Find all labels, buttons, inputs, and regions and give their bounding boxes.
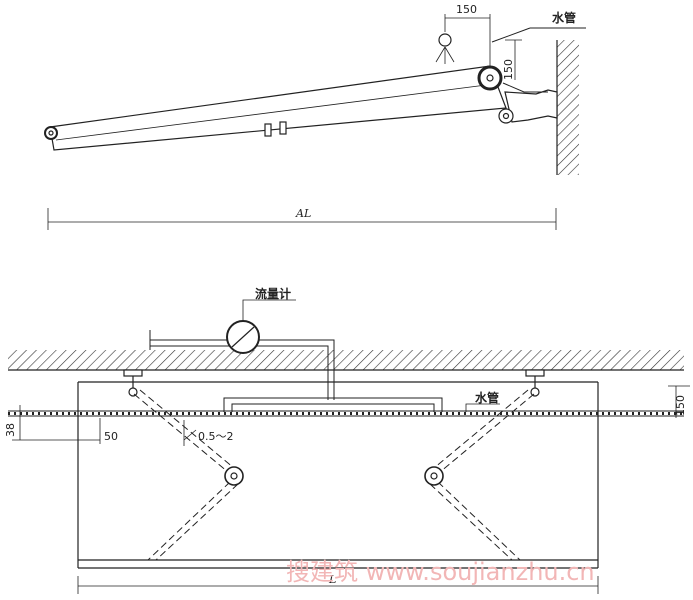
inclined-arm <box>49 65 507 151</box>
bottom-view <box>8 299 690 594</box>
bottom-dim-right-height: 150 <box>674 395 687 416</box>
watermark: 搜建筑 www.soujianzhu.cn <box>286 558 595 586</box>
top-dim-nozzle-offset: 150 <box>456 3 477 16</box>
flow-meter-icon <box>226 320 260 354</box>
curtain-frame <box>77 381 599 569</box>
wall-bracket <box>498 89 558 124</box>
pivot-roller <box>477 65 503 91</box>
spray-pipe-loop <box>223 397 443 412</box>
bottom-dim-length: L <box>328 573 336 586</box>
ceiling <box>8 350 684 371</box>
water-pipe-line <box>8 410 684 417</box>
top-dim-span: AL <box>295 207 311 220</box>
bottom-dim-left-38: 38 <box>4 423 17 437</box>
wall <box>556 40 579 175</box>
top-view <box>44 14 586 230</box>
scissor-arm-right <box>429 389 535 561</box>
top-label-water-pipe: 水管 <box>552 10 576 25</box>
scissor-arm-left <box>133 389 239 561</box>
joint-right <box>424 466 444 486</box>
nozzle-icon <box>435 33 455 64</box>
joint-left <box>224 466 244 486</box>
bottom-dim-50: 50 <box>104 430 118 443</box>
water-pipe-leader <box>502 82 548 93</box>
top-dim-nozzle-height: 150 <box>502 59 515 80</box>
hanger-right <box>525 369 545 397</box>
bottom-label-water-pipe: 水管 <box>475 390 499 405</box>
end-roller <box>44 126 58 140</box>
bottom-dim-gap: 0.5～2 <box>198 430 234 443</box>
hanger-left <box>123 369 143 397</box>
bottom-label-flow-meter: 流量计 <box>255 286 291 301</box>
